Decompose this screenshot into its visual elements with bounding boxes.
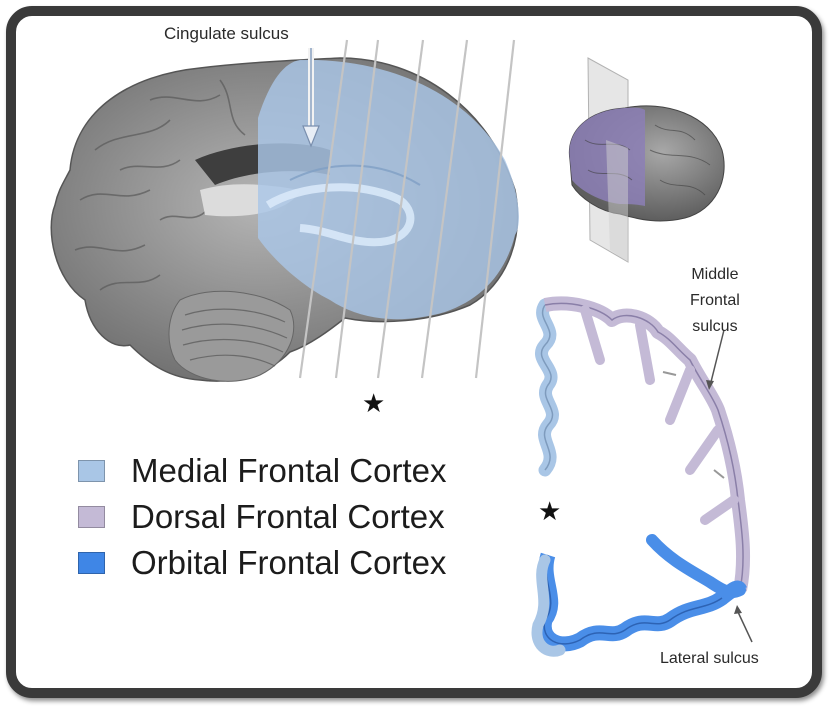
star-marker-sagittal: ★	[362, 390, 385, 416]
legend-label-orbital: Orbital Frontal Cortex	[131, 544, 446, 582]
label-mfs-line-1: Middle	[690, 262, 740, 288]
legend-swatch-orbital	[78, 552, 105, 574]
legend-swatch-dorsal	[78, 506, 105, 528]
legend-label-dorsal: Dorsal Frontal Cortex	[131, 498, 445, 536]
label-cingulate-sulcus: Cingulate sulcus	[164, 24, 289, 44]
label-mfs-line-2: Frontal	[690, 288, 740, 314]
lateral-brain-thumbnail	[569, 58, 724, 262]
sagittal-brain	[51, 40, 519, 381]
legend-item-orbital: Orbital Frontal Cortex	[78, 540, 446, 586]
legend: Medial Frontal Cortex Dorsal Frontal Cor…	[78, 448, 446, 586]
legend-swatch-medial	[78, 460, 105, 482]
label-mfs-line-3: sulcus	[690, 314, 740, 340]
coronal-slice	[537, 303, 752, 651]
label-lateral-sulcus: Lateral sulcus	[660, 650, 759, 668]
star-marker-coronal: ★	[538, 498, 561, 524]
legend-item-dorsal: Dorsal Frontal Cortex	[78, 494, 446, 540]
legend-item-medial: Medial Frontal Cortex	[78, 448, 446, 494]
label-middle-frontal-sulcus: Middle Frontal sulcus	[690, 262, 740, 340]
legend-label-medial: Medial Frontal Cortex	[131, 452, 446, 490]
